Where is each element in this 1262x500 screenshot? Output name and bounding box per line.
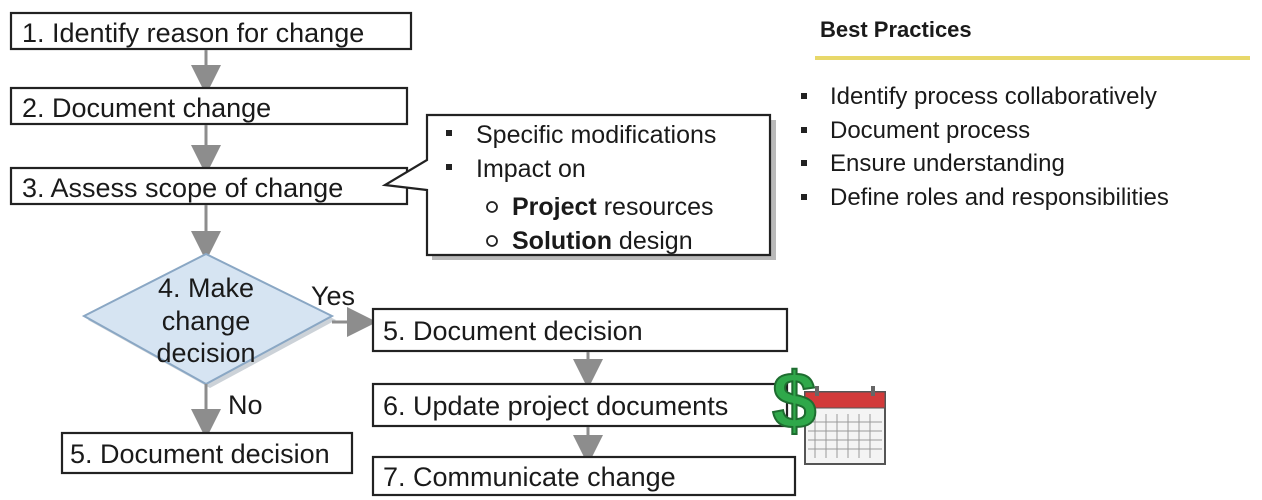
- step-5-no-label: 5. Document decision: [70, 439, 330, 469]
- step-5-yes-box: 5. Document decision: [371, 307, 791, 355]
- step-2-label: 2. Document change: [22, 93, 271, 123]
- bp-bullet-4: [801, 194, 807, 200]
- best-practices-panel: Best Practices Identify process collabor…: [801, 17, 1250, 211]
- svg-text:$: $: [772, 356, 817, 445]
- calendar-icon: [804, 386, 886, 465]
- scope-callout: Specific modifications Impact on Project…: [381, 113, 776, 260]
- decision-line-3: decision: [156, 338, 255, 368]
- step-6-label: 6. Update project documents: [383, 391, 728, 421]
- step-2-box: 2. Document change: [9, 86, 411, 128]
- callout-sub-bullet-2: [486, 235, 498, 247]
- bp-bullet-2: [801, 127, 807, 133]
- callout-sub-1: Project resources: [512, 193, 713, 221]
- step-7-box: 7. Communicate change: [371, 455, 799, 499]
- no-label: No: [228, 390, 263, 420]
- step-7-label: 7. Communicate change: [383, 462, 676, 492]
- best-practices-title: Best Practices: [820, 17, 972, 42]
- callout-bullet-2: [446, 164, 452, 170]
- callout-bullet-1: [446, 130, 452, 136]
- callout-sub-bullet-1: [486, 201, 498, 213]
- step-5-yes-label: 5. Document decision: [383, 316, 643, 346]
- bp-bullet-1: [801, 93, 807, 99]
- bp-item-2: Document process: [830, 117, 1030, 144]
- no-branch: No: [191, 384, 263, 439]
- step-6-box: 6. Update project documents: [371, 382, 791, 430]
- dollar-icon: $: [771, 355, 818, 446]
- decision-line-2: change: [162, 306, 251, 336]
- callout-sub-2: Solution design: [512, 227, 693, 255]
- bp-item-4: Define roles and responsibilities: [830, 184, 1169, 211]
- step-5-no-box: 5. Document decision: [60, 431, 356, 477]
- step-3-label: 3. Assess scope of change: [22, 173, 343, 203]
- step-3-box: 3. Assess scope of change: [9, 166, 411, 208]
- bp-item-3: Ensure understanding: [830, 150, 1065, 177]
- decision-line-1: 4. Make: [158, 273, 254, 303]
- bp-bullet-3: [801, 160, 807, 166]
- callout-item-1: Specific modifications: [476, 121, 716, 149]
- yes-branch: Yes: [311, 281, 377, 337]
- step-1-box: 1. Identify reason for change: [9, 11, 415, 53]
- bp-item-1: Identify process collaboratively: [830, 83, 1157, 110]
- yes-label: Yes: [311, 281, 355, 311]
- step-1-label: 1. Identify reason for change: [22, 18, 364, 48]
- decision-diamond: 4. Make change decision: [81, 252, 336, 388]
- callout-item-2: Impact on: [476, 155, 586, 183]
